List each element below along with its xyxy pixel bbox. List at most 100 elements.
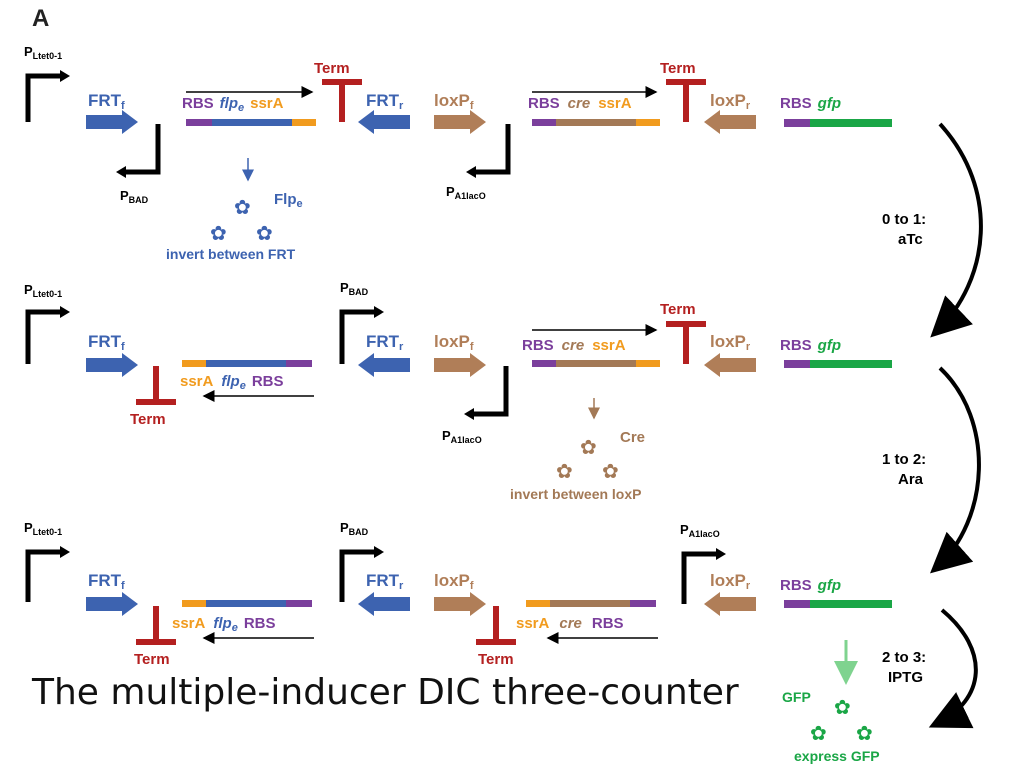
express-gfp-label: express GFP: [794, 748, 880, 764]
loxp-f-label: loxPf: [434, 571, 474, 592]
frt-r-arrow-icon: [358, 353, 410, 377]
rbs-segment: [630, 600, 656, 607]
rbs-segment: [286, 600, 312, 607]
transition-step-2: 1 to 2:: [882, 451, 926, 468]
p-ltet-label: PLtet0-1: [24, 282, 62, 299]
rbs-segment: [532, 119, 556, 126]
promoter-a1laco-arrowhead-icon: [464, 408, 474, 420]
frt-f-arrow-icon: [86, 592, 138, 616]
rbs-segment: [784, 600, 810, 608]
loxp-r-arrow-icon: [704, 353, 756, 377]
promoter-bad-icon: [124, 124, 161, 175]
flpe-protein-icon: ✿: [256, 223, 273, 245]
gfp-protein-label: GFP: [782, 689, 811, 705]
cre-protein-label: Cre: [620, 429, 645, 446]
frt-r-arrow-icon: [358, 592, 410, 616]
terminator-inverted-icon: [136, 366, 176, 405]
transitions: 0 to 1: aTc 1 to 2: Ara 2 to 3: IPTG: [882, 122, 983, 729]
loxp-r-arrow-icon: [704, 592, 756, 616]
gfp-segment: [810, 600, 892, 608]
p-a1laco-label: PA1lacO: [680, 522, 720, 539]
loxp-f-label: loxPf: [434, 332, 474, 353]
promoter-bad-icon: [339, 549, 376, 602]
p-ltet-label: PLtet0-1: [24, 44, 62, 61]
loxp-r-label: loxPr: [710, 332, 751, 353]
invert-loxp-label: invert between loxP: [510, 486, 641, 502]
promoter-bad-arrowhead-icon: [374, 306, 384, 318]
promoter-a1laco-arrowhead-icon: [466, 166, 476, 178]
promoter-bad-arrowhead-icon: [116, 166, 126, 178]
transition-arrow-3: [928, 608, 978, 729]
frt-f-arrow-icon: [86, 110, 138, 134]
promoter-bad-arrowhead-icon: [374, 546, 384, 558]
cre-protein-icon: ✿: [580, 437, 597, 459]
terminator-1-icon: [322, 79, 362, 122]
slide-caption: The multiple-inducer DIC three-counter: [32, 672, 739, 713]
p-a1laco-label: PA1lacO: [442, 428, 482, 445]
loxp-f-arrow-icon: [434, 353, 486, 377]
p-bad-label: PBAD: [340, 520, 369, 537]
rbs-segment: [784, 119, 810, 127]
term-label-2: Term: [660, 60, 696, 77]
term-label: Term: [478, 651, 514, 668]
promoter-ltet-icon: [25, 549, 62, 602]
frt-f-label: FRTf: [88, 332, 125, 353]
loxp-f-arrow-icon: [434, 592, 486, 616]
gfp-segment: [810, 360, 892, 368]
flpe-protein-icon: ✿: [210, 223, 227, 245]
promoter-bad-icon: [339, 309, 376, 364]
gfp-segment: [810, 119, 892, 127]
promoter-a1laco-icon: [474, 124, 511, 175]
frt-r-label: FRTr: [366, 571, 404, 592]
p-a1laco-label: PA1lacO: [446, 184, 486, 201]
term-label: Term: [660, 301, 696, 318]
loxp-f-label: loxPf: [434, 91, 474, 112]
terminator-inverted-icon: [476, 606, 516, 645]
rbs-segment: [532, 360, 556, 367]
transition-step-3: 2 to 3:: [882, 649, 926, 666]
frt-r-label: FRTr: [366, 91, 404, 112]
term-label: Term: [134, 651, 170, 668]
frt-f-label: FRTf: [88, 91, 125, 112]
loxp-r-label: loxPr: [710, 91, 751, 112]
promoter-a1laco-icon: [472, 366, 509, 417]
promoter-ltet-arrowhead-icon: [60, 306, 70, 318]
ssra-segment: [292, 119, 316, 126]
promoter-ltet-arrowhead-icon: [60, 546, 70, 558]
rbs-segment: [784, 360, 810, 368]
p-bad-label: PBAD: [340, 280, 369, 297]
terminator-inverted-icon: [136, 606, 176, 645]
cre-protein-icon: ✿: [556, 461, 573, 483]
term-label-1: Term: [314, 60, 350, 77]
gfp-protein-icon: ✿: [856, 723, 873, 745]
invert-frt-label: invert between FRT: [166, 246, 296, 262]
loxp-r-label: loxPr: [710, 571, 751, 592]
cre-protein-icon: ✿: [602, 461, 619, 483]
ssra-segment: [636, 360, 660, 367]
terminator-icon: [666, 321, 706, 364]
ssra-segment: [636, 119, 660, 126]
ssra-segment: [526, 600, 550, 607]
term-label: Term: [130, 411, 166, 428]
cre-segment: [550, 600, 630, 607]
transition-step-1: 0 to 1:: [882, 211, 926, 228]
transition-inducer-3: IPTG: [888, 669, 923, 686]
flpe-segment: [206, 360, 286, 367]
p-ltet-label: PLtet0-1: [24, 520, 62, 537]
rbs-segment: [186, 119, 212, 126]
frt-r-label: FRTr: [366, 332, 404, 353]
gfp-protein-icon: ✿: [810, 723, 827, 745]
cre-segment: [556, 360, 636, 367]
frt-f-label: FRTf: [88, 571, 125, 592]
transition-inducer-2: Ara: [898, 471, 924, 488]
flpe-protein-label: Flpe: [274, 191, 303, 210]
p-bad-label: PBAD: [120, 188, 149, 205]
